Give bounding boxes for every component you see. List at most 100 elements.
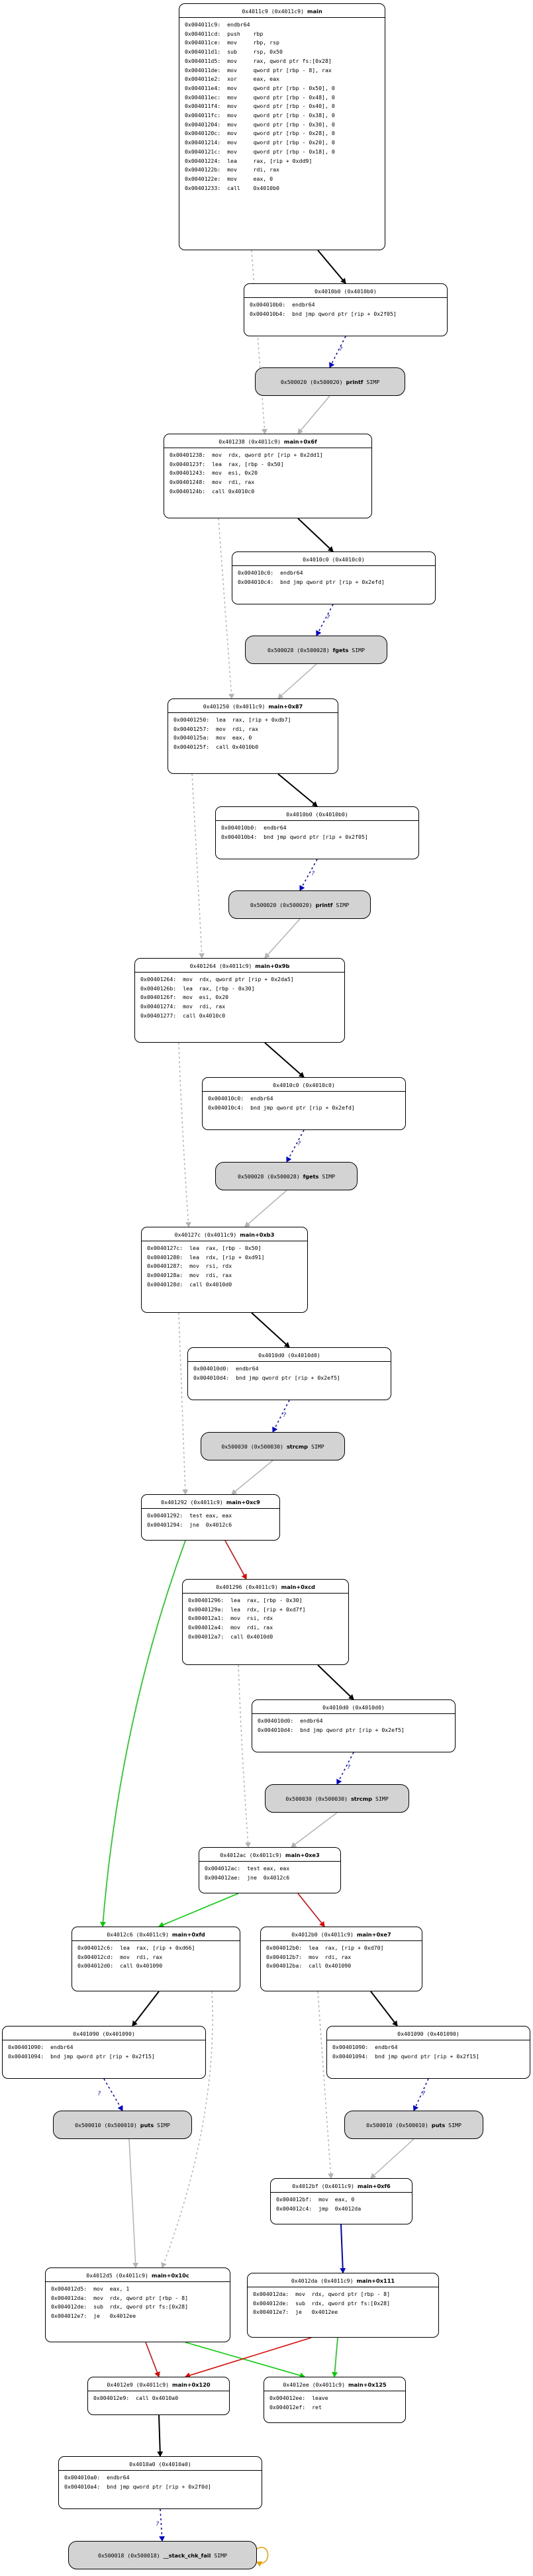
block-ext-puts-2[interactable]: 0x500010 (0x500010) puts SIMP (344, 2111, 483, 2139)
block-main-125[interactable]: 0x4012ee (0x4011c9) main+0x125 0x004012e… (264, 2377, 406, 2423)
edge-ext-puts2-to-main-f6 (370, 2138, 414, 2179)
instruction-line: 0x004010b4: bnd jmp qword ptr [rip + 0x2… (221, 833, 368, 840)
edge-label: ? (97, 2091, 101, 2097)
block-symbol: main+0x125 (348, 2381, 387, 2388)
edge-plt-puts2-to-ext (412, 2078, 429, 2111)
instruction-line: 0x004012a1: mov rsi, rdx (188, 1615, 273, 1622)
instruction-line: 0x004010b0: endbr64 (221, 824, 287, 831)
instruction-line: 0x0040126f: mov esi, 0x20 (140, 994, 229, 1001)
block-main-111[interactable]: 0x4012da (0x4011c9) main+0x111 0x004012d… (247, 2273, 439, 2338)
block-address: 0x4010b0 (0x4010b0) (315, 288, 377, 295)
block-symbol: main+0x10c (151, 2272, 189, 2279)
edge-label: ? (156, 2521, 159, 2528)
block-address: 0x500030 (0x500030) (221, 1443, 283, 1450)
block-main[interactable]: 0x4011c9 (0x4011c9) main 0x004011c9: end… (179, 3, 385, 250)
edge-main-6f-to-main-87 (218, 518, 234, 699)
block-main-cd[interactable]: 0x401296 (0x4011c9) main+0xcd 0x00401296… (182, 1579, 349, 1665)
block-symbol: strcmp (286, 1443, 309, 1450)
instruction-line: 0x004011d1: sub rsp, 0x50 (185, 48, 283, 56)
edge-stack-chk-fail-self-loop (256, 2547, 269, 2567)
block-address: 0x4010c0 (0x4010c0) (303, 556, 365, 563)
instruction-line: 0x004011d5: mov rax, qword ptr fs:[0x28] (185, 57, 332, 64)
edge-plt-fgets2-to-ext (286, 1129, 305, 1163)
instruction-line: 0x004010c0: endbr64 (208, 1095, 273, 1102)
block-symbol: main+0x120 (171, 2381, 211, 2388)
edge-main-cd-to-main-e3 (238, 1664, 251, 1848)
block-ext-printf-1[interactable]: 0x500020 (0x500020) printf SIMP (255, 367, 405, 396)
instruction-line: 0x00401094: bnd jmp qword ptr [rip + 0x2… (8, 2052, 155, 2060)
block-symbol: main+0xf6 (357, 2183, 391, 2189)
block-address: 0x4012b0 (0x4011c9) (291, 1931, 354, 1938)
block-main-e7[interactable]: 0x4012b0 (0x4011c9) main+0xe7 0x004012b0… (260, 1927, 422, 1991)
block-ext-printf-2[interactable]: 0x500020 (0x500020) printf SIMP (228, 890, 371, 919)
block-ext-puts-1[interactable]: 0x500010 (0x500010) puts SIMP (53, 2111, 192, 2139)
block-address: 0x4010d0 (0x4010d0) (322, 1704, 385, 1711)
block-main-b3[interactable]: 0x40127c (0x4011c9) main+0xb3 0x0040127c… (141, 1227, 308, 1313)
edge-ext-printf2-to-main-9b (264, 918, 301, 959)
instruction-line: 0x004011ec: mov qword ptr [rbp - 0x48], … (185, 93, 335, 101)
simprocedure-tag: SIMP (448, 2121, 461, 2128)
edge-plt-strcmp1-to-ext (272, 1400, 290, 1433)
instruction-line: 0x00401294: jne 0x4012c6 (147, 1521, 232, 1528)
edge-plt-printf1-to-ext (329, 336, 346, 368)
block-symbol: main+0xcd (281, 1584, 315, 1590)
instruction-line: 0x0040122b: mov rdi, rax (185, 166, 279, 173)
block-ext-stack-chk-fail[interactable]: 0x500018 (0x500018) __stack_chk_fail SIM… (68, 2541, 257, 2569)
instruction-line: 0x004011e2: xor eax, eax (185, 75, 279, 83)
block-address: 0x4010b0 (0x4010b0) (286, 811, 348, 818)
block-address: 0x401296 (0x4011c9) (216, 1584, 278, 1590)
instruction-line: 0x004010a4: bnd jmp qword ptr [rip + 0x2… (64, 2483, 211, 2490)
instruction-line: 0x004011f4: mov qword ptr [rbp - 0x40], … (185, 103, 335, 110)
block-main-c9[interactable]: 0x401292 (0x4011c9) main+0xc9 0x00401292… (141, 1494, 280, 1541)
block-ext-fgets-2[interactable]: 0x500028 (0x500028) fgets SIMP (215, 1162, 358, 1190)
edge-main-b3-to-main-c9 (178, 1312, 189, 1495)
block-symbol: puts (431, 2121, 446, 2128)
edge-main-e7-to-main-f6 (317, 1991, 334, 2179)
edge-label: ? (283, 1412, 286, 1419)
block-main-9b[interactable]: 0x401264 (0x4011c9) main+0x9b 0x00401264… (134, 958, 345, 1043)
simprocedure-tag: SIMP (214, 2552, 228, 2559)
block-address: 0x500020 (0x500020) (280, 378, 343, 385)
instruction-line: 0x0040123f: lea rax, [rbp - 0x50] (170, 460, 284, 467)
block-main-87[interactable]: 0x401250 (0x4011c9) main+0x87 0x00401250… (168, 698, 338, 774)
edge-main-e7-to-plt-puts2 (370, 1991, 398, 2027)
block-main-120[interactable]: 0x4012e9 (0x4011c9) main+0x120 0x004012e… (87, 2377, 230, 2415)
block-main-10c[interactable]: 0x4012d5 (0x4011c9) main+0x10c 0x004012d… (45, 2267, 230, 2342)
block-ext-strcmp-2[interactable]: 0x500030 (0x500030) strcmp SIMP (265, 1784, 409, 1813)
instruction-line: 0x004012e7: je 0x4012ee (51, 2313, 136, 2320)
instruction-line: 0x004012ef: ret (269, 2403, 322, 2410)
instruction-list: 0x004012da: mov rdx, qword ptr [rbp - 8]… (248, 2287, 438, 2320)
instruction-line: 0x00401094: bnd jmp qword ptr [rip + 0x2… (332, 2052, 479, 2060)
edge-plt-printf2-to-ext (299, 859, 318, 891)
block-symbol: strcmp (350, 1795, 373, 1802)
edge-label: ? (422, 2091, 425, 2097)
block-main-fd[interactable]: 0x4012c6 (0x4011c9) main+0xfd 0x004012c6… (72, 1927, 240, 1991)
block-ext-fgets-1[interactable]: 0x500028 (0x500028) fgets SIMP (245, 636, 387, 664)
block-symbol: main+0x87 (268, 703, 303, 710)
block-main-f6[interactable]: 0x4012bf (0x4011c9) main+0xf6 0x004012bf… (270, 2178, 412, 2224)
instruction-list: 0x00401264: mov rdx, qword ptr [rip + 0x… (135, 973, 344, 1024)
block-main-e3[interactable]: 0x4012ac (0x4011c9) main+0xe3 0x004012ac… (199, 1847, 341, 1893)
block-address: 0x500028 (0x500028) (267, 646, 330, 653)
instruction-line: 0x004010c4: bnd jmp qword ptr [rip + 0x2… (238, 578, 385, 585)
block-ext-strcmp-1[interactable]: 0x500030 (0x500030) strcmp SIMP (201, 1432, 345, 1460)
instruction-line: 0x00401243: mov esi, 0x20 (170, 469, 258, 477)
block-symbol: main+0xb3 (240, 1231, 275, 1238)
edge-ext-fgets2-to-main-b3 (244, 1190, 287, 1227)
instruction-line: 0x004012b0: lea rax, [rip + 0xd70] (266, 1944, 384, 1951)
block-main-6f[interactable]: 0x401238 (0x4011c9) main+0x6f 0x00401238… (164, 434, 372, 518)
block-symbol: printf (315, 901, 333, 908)
instruction-list: 0x004010b0: endbr64 0x004010b4: bnd jmp q… (216, 821, 418, 845)
